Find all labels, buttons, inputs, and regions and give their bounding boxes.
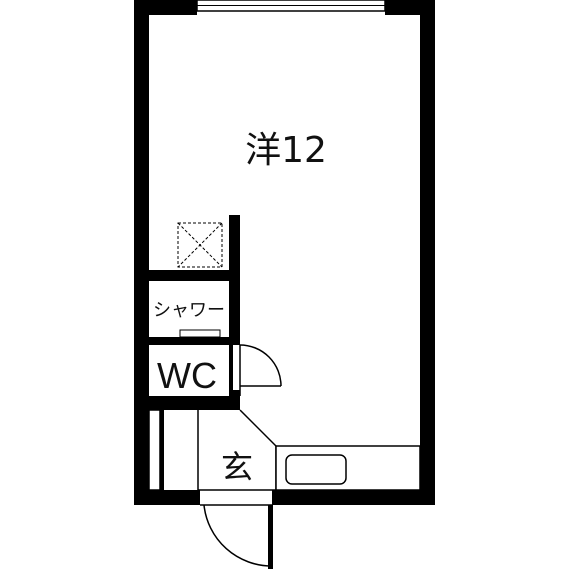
wall-left [134, 0, 149, 505]
wc-door [239, 344, 282, 396]
interior-walls [149, 215, 240, 410]
storage-symbol [177, 222, 223, 268]
wc-door-jamb [229, 345, 233, 395]
partition-wc-bottom [149, 396, 240, 410]
shower-label: シャワー [153, 300, 225, 321]
main-room-label: 洋12 [245, 130, 327, 171]
partition-shower-top [149, 270, 240, 281]
partition-shower-wc [149, 337, 240, 345]
partition-wc-right-lower [229, 390, 240, 410]
front-door-leaf [268, 505, 273, 569]
shower-threshold [179, 329, 221, 338]
kitchen-counter [275, 445, 421, 491]
wc-door-opening [229, 345, 240, 390]
outer-walls [134, 0, 435, 505]
entrance-closet [148, 409, 164, 491]
wall-right [420, 0, 435, 505]
wall-bottom-left [134, 490, 200, 505]
wall-top-left [134, 0, 197, 15]
wc-label: WC [157, 355, 217, 396]
sink [285, 454, 347, 485]
window [196, 0, 386, 12]
entrance-label: 玄 [221, 448, 253, 486]
front-door [200, 504, 273, 569]
wall-bottom-right [272, 490, 435, 505]
